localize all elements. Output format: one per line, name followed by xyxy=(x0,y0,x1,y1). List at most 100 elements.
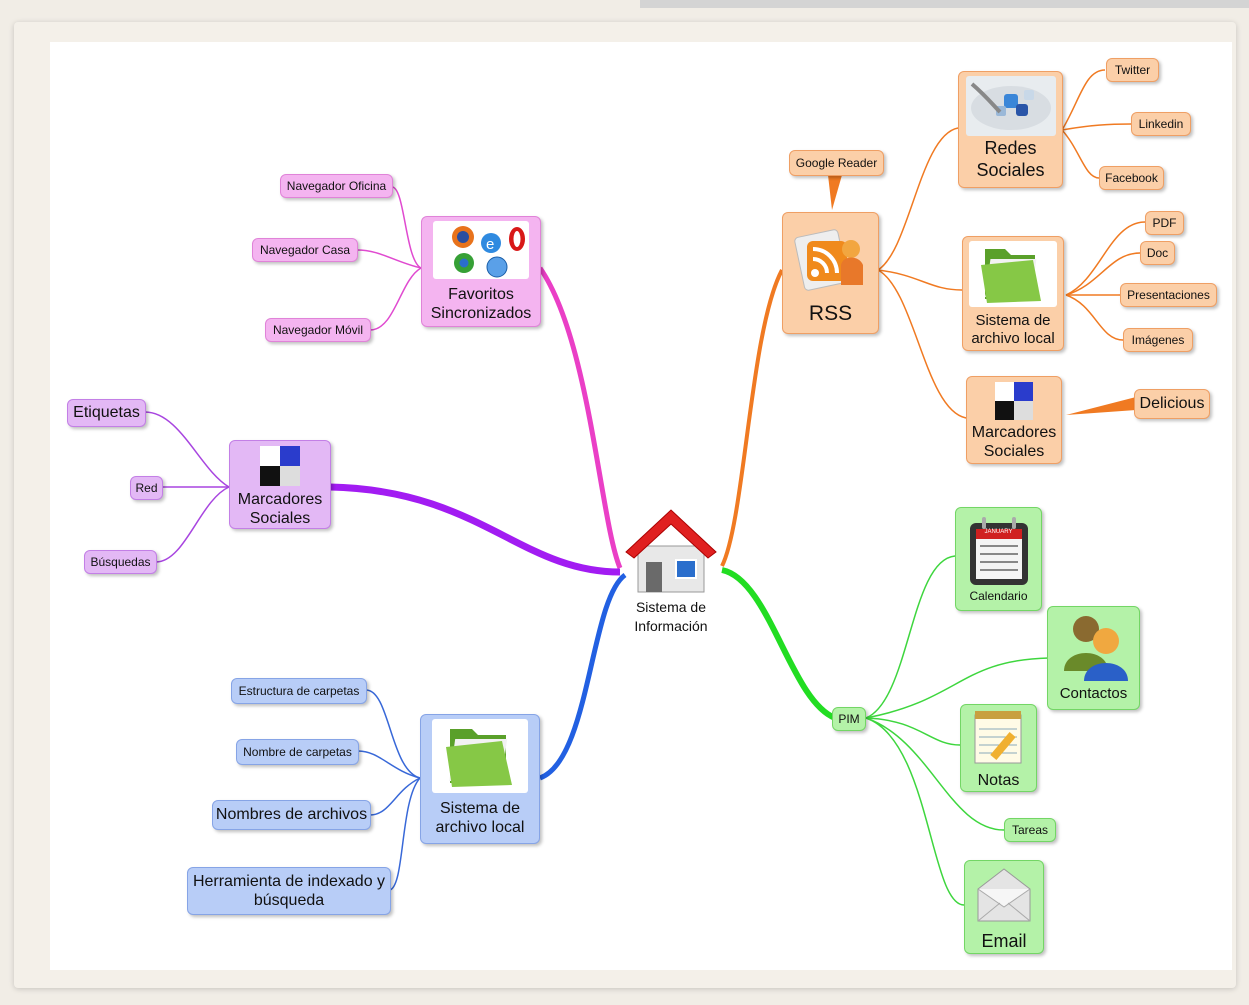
center-label-line1: Sistema de xyxy=(635,599,707,615)
node-redes-sociales[interactable]: Redes Sociales xyxy=(958,71,1063,188)
herramienta-line1: Herramienta de indexado y xyxy=(192,872,386,890)
link-redes xyxy=(877,127,959,271)
marcadores-left-label-line1: Marcadores xyxy=(237,490,323,508)
node-marcadores-left[interactable]: Marcadores Sociales xyxy=(229,440,331,529)
redes-label-line2: Sociales xyxy=(976,159,1045,180)
node-linkedin[interactable]: Linkedin xyxy=(1131,112,1191,136)
branch-favoritos xyxy=(537,266,623,569)
link-nav-movil xyxy=(369,267,422,331)
archivo-right-label-line2: archivo local xyxy=(971,330,1055,347)
contacts-icon xyxy=(1054,611,1134,681)
link-pdf xyxy=(1065,221,1146,296)
node-delicious[interactable]: Delicious xyxy=(1134,389,1210,419)
node-presentaciones[interactable]: Presentaciones xyxy=(1120,283,1217,307)
node-doc[interactable]: Doc xyxy=(1140,241,1175,265)
node-navegador-casa[interactable]: Navegador Casa xyxy=(252,238,358,262)
marcadores-right-label-line2: Sociales xyxy=(983,443,1045,461)
calendar-month-label: JANUARY xyxy=(984,529,1013,535)
node-red[interactable]: Red xyxy=(130,476,163,500)
delicious-icon xyxy=(260,446,300,486)
branch-rss xyxy=(720,269,784,567)
link-calendario xyxy=(865,555,956,719)
link-imagenes xyxy=(1065,294,1124,341)
delicious-icon xyxy=(995,382,1033,420)
link-nombre-carpetas xyxy=(357,750,421,779)
favoritos-label-line1: Favoritos xyxy=(448,286,514,303)
archivo-left-label-line2: archivo local xyxy=(435,819,525,837)
redes-label-line1: Redes xyxy=(984,138,1037,158)
node-email[interactable]: Email xyxy=(964,860,1044,954)
house-icon xyxy=(624,506,718,596)
link-twitter xyxy=(1061,69,1106,131)
link-etiquetas xyxy=(144,411,230,488)
node-imagenes[interactable]: Imágenes xyxy=(1123,328,1193,352)
calendar-icon: JANUARY xyxy=(966,515,1032,587)
branch-archivo-left xyxy=(538,572,627,781)
node-marcadores-right[interactable]: Marcadores Sociales xyxy=(966,376,1062,464)
archivo-left-label-line1: Sistema de xyxy=(439,800,521,817)
link-estructura xyxy=(365,689,421,779)
node-navegador-movil[interactable]: Navegador Móvil xyxy=(265,318,371,342)
node-twitter[interactable]: Twitter xyxy=(1106,58,1159,82)
node-contactos[interactable]: Contactos xyxy=(1047,606,1140,710)
svg-text:e: e xyxy=(486,236,494,253)
folder-icon xyxy=(432,719,528,793)
link-nombres-archivos xyxy=(369,777,421,816)
link-tareas xyxy=(865,717,1005,831)
node-notas[interactable]: Notas xyxy=(960,704,1037,792)
window-strip xyxy=(640,0,1249,8)
node-archivo-right[interactable]: Sistema de archivo local xyxy=(962,236,1064,351)
branch-marcadores-left xyxy=(329,483,621,576)
notas-label: Notas xyxy=(977,772,1020,789)
email-label: Email xyxy=(981,931,1027,951)
node-google-reader[interactable]: Google Reader xyxy=(789,150,884,176)
node-facebook[interactable]: Facebook xyxy=(1099,166,1164,190)
callout-delicious xyxy=(1066,397,1136,415)
node-calendario[interactable]: JANUARY Calendario xyxy=(955,507,1042,611)
rss-label: RSS xyxy=(808,302,853,325)
link-herramienta xyxy=(389,777,421,891)
browsers-icon: e xyxy=(433,221,529,279)
link-email xyxy=(865,717,965,906)
node-estructura-carpetas[interactable]: Estructura de carpetas xyxy=(231,678,367,704)
link-contactos xyxy=(865,657,1050,719)
link-doc xyxy=(1065,252,1141,296)
notepad-icon xyxy=(969,709,1029,765)
node-nombres-archivos[interactable]: Nombres de archivos xyxy=(212,800,371,830)
node-rss[interactable]: RSS xyxy=(782,212,879,334)
node-etiquetas[interactable]: Etiquetas xyxy=(67,399,146,427)
node-busquedas[interactable]: Búsquedas xyxy=(84,550,157,574)
link-nav-casa xyxy=(356,249,422,269)
favoritos-label-line2: Sincronizados xyxy=(430,305,532,323)
center-label: Sistema de Información xyxy=(606,598,736,636)
link-busquedas xyxy=(155,486,230,563)
marcadores-left-label-line2: Sociales xyxy=(249,509,311,527)
callout-google-reader xyxy=(828,175,842,210)
node-archivo-left[interactable]: Sistema de archivo local xyxy=(420,714,540,844)
link-archivo-right xyxy=(877,269,963,291)
rss-reader-icon xyxy=(791,219,871,297)
center-label-line2: Información xyxy=(634,618,708,634)
marcadores-right-label-line1: Marcadores xyxy=(971,424,1057,441)
calendario-label: Calendario xyxy=(969,589,1028,603)
link-nav-oficina xyxy=(391,186,422,269)
archivo-right-label-line1: Sistema de xyxy=(975,312,1051,329)
node-nombre-carpetas[interactable]: Nombre de carpetas xyxy=(236,739,359,765)
social-network-icon xyxy=(965,76,1056,136)
link-linkedin xyxy=(1061,123,1132,131)
node-navegador-oficina[interactable]: Navegador Oficina xyxy=(280,174,393,198)
branch-pim xyxy=(721,567,837,721)
node-pim[interactable]: PIM xyxy=(832,707,866,731)
node-pdf[interactable]: PDF xyxy=(1145,211,1184,235)
envelope-icon xyxy=(972,865,1036,925)
node-herramienta[interactable]: Herramienta de indexado y búsqueda xyxy=(187,867,391,915)
node-favoritos[interactable]: e Favoritos Sincronizados xyxy=(421,216,541,327)
link-marcadores-right xyxy=(877,269,967,419)
link-facebook xyxy=(1061,129,1100,179)
folder-icon xyxy=(969,241,1057,307)
link-notas xyxy=(865,717,961,746)
contactos-label: Contactos xyxy=(1059,685,1128,702)
node-tareas[interactable]: Tareas xyxy=(1004,818,1056,842)
